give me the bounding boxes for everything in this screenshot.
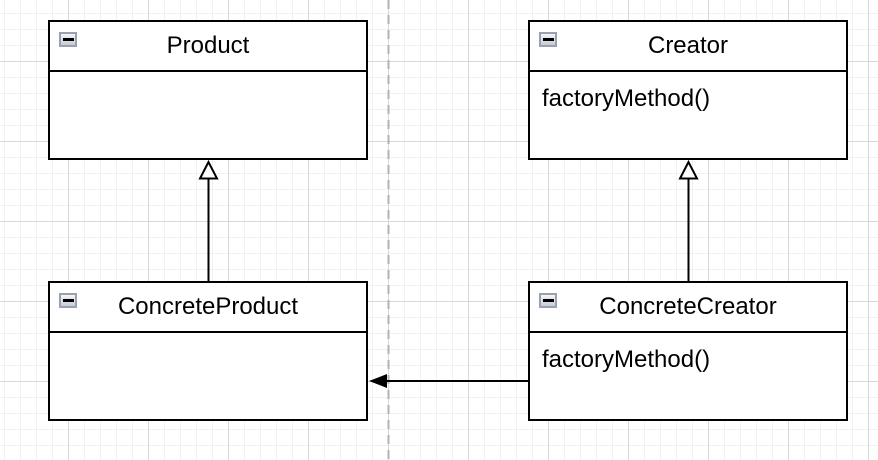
hollow-triangle-arrowhead-icon <box>198 159 219 180</box>
minus-icon <box>542 38 554 41</box>
class-body: factoryMethod() <box>530 333 846 421</box>
minus-icon <box>62 38 74 41</box>
collapse-button[interactable] <box>539 32 557 47</box>
class-method: factoryMethod() <box>542 85 711 112</box>
class-box-product[interactable]: Product <box>48 20 368 160</box>
solid-arrowhead-icon <box>369 374 387 388</box>
class-title: Product <box>166 32 250 59</box>
class-header: ConcreteCreator <box>530 283 846 333</box>
class-header: ConcreteProduct <box>50 283 366 333</box>
class-title: Creator <box>647 32 729 59</box>
generalization-edge-concreteproduct-product[interactable] <box>198 159 219 281</box>
class-title: ConcreteProduct <box>117 293 299 320</box>
association-edge-concretecreator-concreteproduct[interactable] <box>369 374 528 388</box>
collapse-button[interactable] <box>539 293 557 308</box>
class-body: factoryMethod() <box>530 72 846 160</box>
class-header: Product <box>50 22 366 72</box>
class-header: Creator <box>530 22 846 72</box>
generalization-edge-concretecreator-creator[interactable] <box>678 159 699 281</box>
minus-icon <box>62 299 74 302</box>
collapse-button[interactable] <box>59 293 77 308</box>
class-box-concrete-creator[interactable]: ConcreteCreator factoryMethod() <box>528 281 848 421</box>
class-method: factoryMethod() <box>542 346 711 373</box>
class-box-creator[interactable]: Creator factoryMethod() <box>528 20 848 160</box>
hollow-triangle-arrowhead-icon <box>678 159 699 180</box>
class-body <box>50 72 366 160</box>
minus-icon <box>542 299 554 302</box>
class-box-concrete-product[interactable]: ConcreteProduct <box>48 281 368 421</box>
class-title: ConcreteCreator <box>599 293 777 320</box>
class-body <box>50 333 366 421</box>
collapse-button[interactable] <box>59 32 77 47</box>
